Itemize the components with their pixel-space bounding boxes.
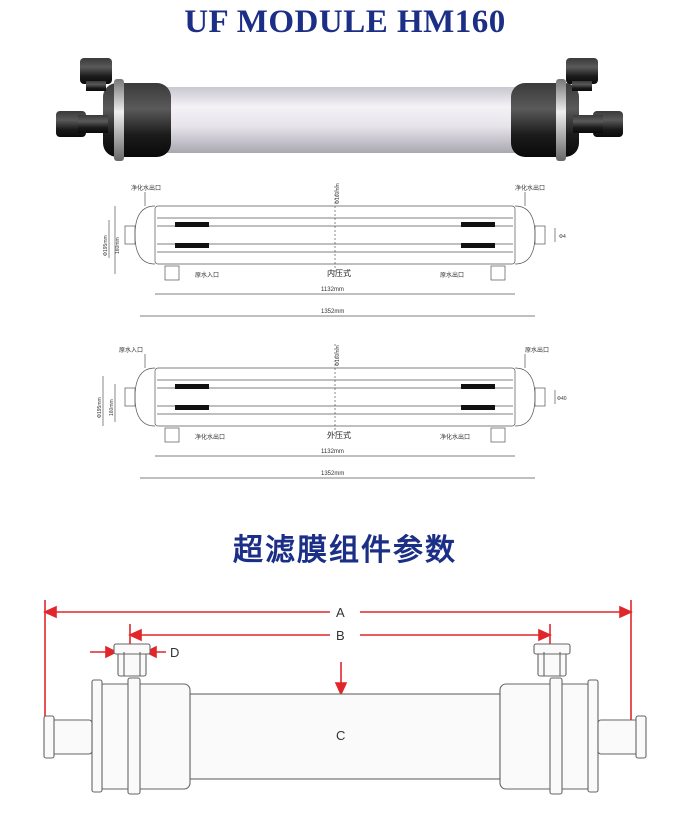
right-ring bbox=[556, 79, 566, 161]
dimension-b-label: B bbox=[336, 628, 345, 643]
left-ring bbox=[114, 79, 124, 161]
inner-dia-195: Φ195mm bbox=[103, 235, 109, 256]
outer-dia-195: Φ195mm bbox=[97, 397, 103, 418]
page-title: UF MODULE HM160 bbox=[184, 4, 506, 40]
inner-mode-label: 内压式 bbox=[327, 268, 351, 278]
inner-label-raw-inlet: 原水入口 bbox=[195, 271, 219, 279]
outer-pressure-drawing: 原水入口 原水出口 净化水出口 净化水出口 外压式 Φ160mm Φ195mm … bbox=[97, 344, 567, 479]
left-end-cap bbox=[103, 83, 171, 157]
outer-dia-160: Φ160mm bbox=[335, 345, 341, 366]
dimension-c-label: C bbox=[336, 728, 345, 743]
outer-len-1132: 1132mm bbox=[321, 449, 344, 455]
outer-d40: Φ40 bbox=[557, 396, 567, 402]
inner-label-raw-outlet: 原水出口 bbox=[440, 271, 464, 279]
outer-label-raw-inlet: 原水入口 bbox=[119, 346, 143, 354]
outer-mode-label: 外压式 bbox=[327, 430, 351, 440]
module-photo bbox=[56, 58, 623, 161]
outer-label-purified-outlet-right: 净化水出口 bbox=[440, 433, 470, 441]
params-title: 超滤膜组件参数 bbox=[233, 533, 457, 568]
inner-len-1352: 1352mm bbox=[321, 309, 344, 315]
inner-dia-160: Φ160mm bbox=[335, 183, 341, 204]
dimension-schematic: A B C D bbox=[43, 600, 647, 795]
dimension-a-label: A bbox=[336, 605, 345, 620]
inner-h-160: 160mm bbox=[115, 237, 121, 254]
dimension-d-label: D bbox=[170, 645, 179, 660]
outer-h-160: 160mm bbox=[109, 399, 115, 416]
inner-d4: Φ4 bbox=[559, 234, 566, 240]
outer-label-purified-outlet-left: 净化水出口 bbox=[195, 433, 225, 441]
inner-label-purified-outlet-right: 净化水出口 bbox=[515, 184, 545, 192]
inner-pressure-drawing: 净化水出口 净化水出口 原水入口 原水出口 内压式 Φ160mm Φ195mm … bbox=[103, 183, 566, 317]
membrane-tube bbox=[166, 87, 516, 153]
inner-label-purified-outlet-left: 净化水出口 bbox=[131, 184, 161, 192]
right-end-cap bbox=[511, 83, 579, 157]
outer-label-raw-outlet: 原水出口 bbox=[525, 346, 549, 354]
outer-len-1352: 1352mm bbox=[321, 471, 344, 477]
inner-len-1132: 1132mm bbox=[321, 287, 344, 293]
